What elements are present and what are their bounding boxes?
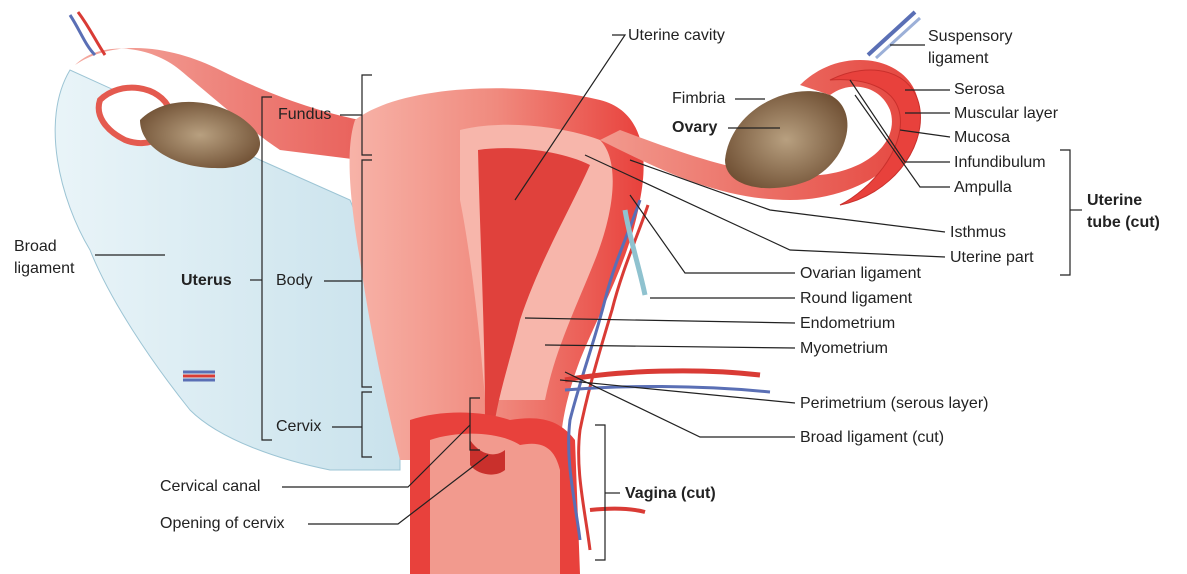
label-suspensory-ligament-1: Suspensory (928, 28, 1013, 46)
leader-broad-cut (565, 372, 795, 437)
label-opening-of-cervix: Opening of cervix (160, 515, 285, 533)
label-infundibulum: Infundibulum (954, 154, 1046, 172)
cervical-canal-bracket (470, 398, 480, 450)
label-suspensory-ligament-2: ligament (928, 50, 988, 68)
leader-endometrium (525, 318, 795, 323)
label-uterine-cavity: Uterine cavity (628, 27, 725, 45)
uterus-bracket (262, 97, 272, 440)
label-broad-ligament-2: ligament (14, 260, 74, 278)
leader-uterine-part (585, 155, 945, 257)
label-muscular-layer: Muscular layer (954, 105, 1058, 123)
label-vagina-cut: Vagina (cut) (625, 485, 716, 503)
label-cervical-canal: Cervical canal (160, 478, 260, 496)
leader-infundibulum (850, 80, 950, 162)
label-uterus: Uterus (181, 272, 232, 290)
leader-myometrium (545, 345, 795, 348)
leader-mucosa (900, 130, 950, 137)
label-cervix: Cervix (276, 418, 321, 436)
label-endometrium: Endometrium (800, 315, 895, 333)
leader-isthmus (630, 160, 945, 232)
uterine-tube-bracket (1060, 150, 1070, 275)
label-ampulla: Ampulla (954, 179, 1012, 197)
leader-perimetrium (560, 380, 795, 403)
label-mucosa: Mucosa (954, 129, 1010, 147)
label-ovarian-ligament: Ovarian ligament (800, 265, 921, 283)
vagina-bracket (595, 425, 605, 560)
label-body: Body (276, 272, 312, 290)
label-broad-ligament-1: Broad (14, 238, 57, 256)
leader-ovarian-ligament (630, 195, 795, 273)
label-serosa: Serosa (954, 81, 1005, 99)
label-fundus: Fundus (278, 106, 331, 124)
label-uterine-tube-1: Uterine (1087, 192, 1142, 210)
body-bracket (362, 160, 372, 387)
label-perimetrium: Perimetrium (serous layer) (800, 395, 988, 413)
fundus-bracket (362, 75, 372, 155)
label-round-ligament: Round ligament (800, 290, 912, 308)
label-uterine-part: Uterine part (950, 249, 1034, 267)
label-myometrium: Myometrium (800, 340, 888, 358)
label-ovary: Ovary (672, 119, 717, 137)
label-broad-ligament-cut: Broad ligament (cut) (800, 429, 944, 447)
cervix-bracket (362, 392, 372, 457)
leader-opening-cervix (308, 455, 488, 524)
label-isthmus: Isthmus (950, 224, 1006, 242)
label-fimbria: Fimbria (672, 90, 725, 108)
label-uterine-tube-2: tube (cut) (1087, 214, 1160, 232)
leader-uterine-cavity (515, 35, 625, 200)
